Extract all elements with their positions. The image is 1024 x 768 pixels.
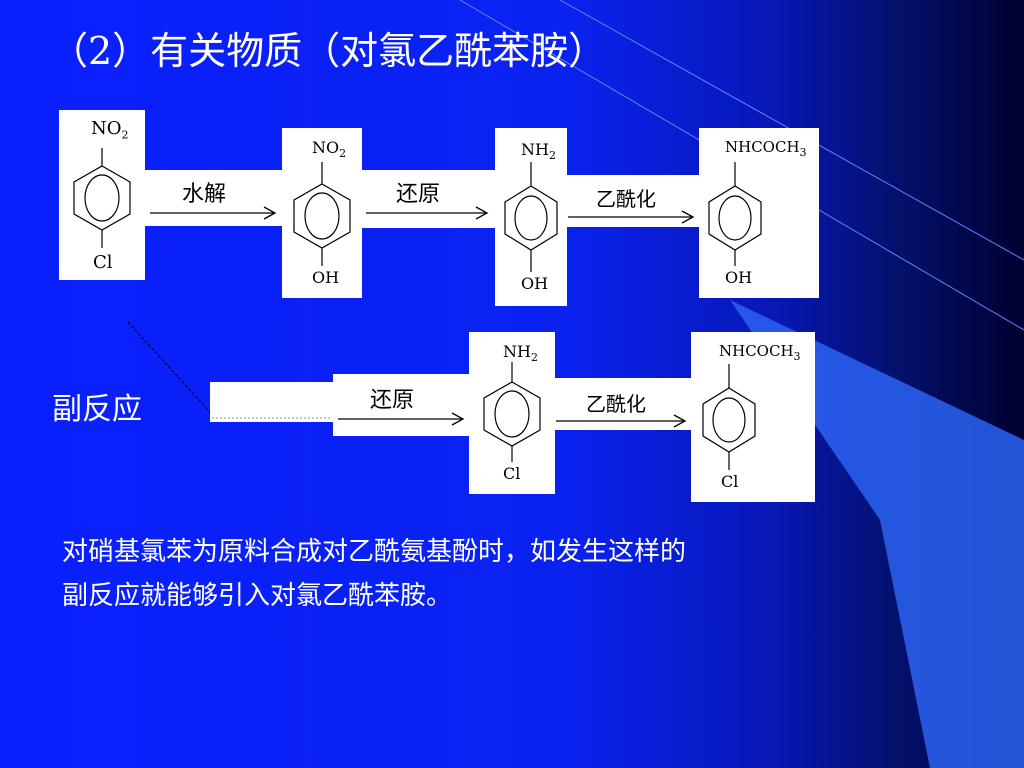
slide-title: （2）有关物质（对氯乙酰苯胺） (50, 29, 607, 73)
compound-p-chloroacetanilide: NHCOCH3 Cl (691, 332, 815, 502)
substituent-top: NH2 (503, 342, 538, 365)
substituent-top: NO2 (91, 118, 129, 142)
substituent-top: NO2 (312, 138, 347, 161)
compound-paracetamol: NHCOCH3 OH (699, 128, 819, 298)
substituent-top: NHCOCH3 (725, 138, 807, 159)
step-label-acetylation: 乙酰化 (596, 187, 656, 211)
substituent-bottom: Cl (93, 252, 113, 273)
substituent-bottom: Cl (721, 472, 739, 491)
reaction-strip (144, 170, 286, 226)
paragraph-line: 对硝基氯苯为原料合成对乙酰氨基酚时，如发生这样的 (62, 537, 687, 567)
reaction-arrow (366, 206, 489, 220)
substituent-top: NHCOCH3 (719, 342, 801, 363)
substituent-bottom: OH (521, 274, 549, 293)
compound-p-aminophenol: NH2 OH (495, 128, 567, 306)
side-reaction-label: 副反应 (52, 392, 142, 427)
step-label-acetylation: 乙酰化 (586, 392, 646, 416)
substituent-bottom: OH (312, 268, 340, 287)
reaction-strip (333, 374, 473, 436)
benzene-ring-structure (708, 162, 762, 266)
compound-p-chloroaniline: NH2 Cl (469, 332, 555, 494)
dotted-connector (212, 417, 330, 419)
reaction-arrow (568, 210, 695, 224)
substituent-bottom: OH (725, 268, 753, 287)
substituent-top: NH2 (521, 140, 556, 163)
compound-p-nitrochlorobenzene: NO2 Cl (59, 110, 145, 280)
reaction-arrow (150, 206, 277, 220)
reaction-strip (566, 175, 702, 227)
benzene-ring-structure (504, 162, 558, 272)
paragraph-line: 副反应就能够引入对氯乙酰苯胺。 (62, 581, 453, 611)
explanation-paragraph: 对硝基氯苯为原料合成对乙酰氨基酚时，如发生这样的 副反应就能够引入对氯乙酰苯胺。 (62, 530, 902, 618)
step-label-reduction: 还原 (396, 182, 441, 207)
benzene-ring-structure (702, 364, 756, 470)
substituent-bottom: Cl (503, 464, 521, 483)
step-label-reduction: 还原 (370, 388, 415, 413)
reaction-strip (362, 170, 496, 228)
benzene-ring-structure (483, 362, 541, 462)
benzene-ring-structure (293, 162, 351, 266)
compound-p-nitrophenol: NO2 OH (282, 128, 362, 298)
reaction-strip (210, 382, 338, 422)
step-label-hydrolysis: 水解 (182, 182, 227, 207)
reaction-arrow (556, 414, 687, 428)
benzene-ring-structure (73, 148, 131, 248)
reaction-arrow (338, 412, 465, 426)
